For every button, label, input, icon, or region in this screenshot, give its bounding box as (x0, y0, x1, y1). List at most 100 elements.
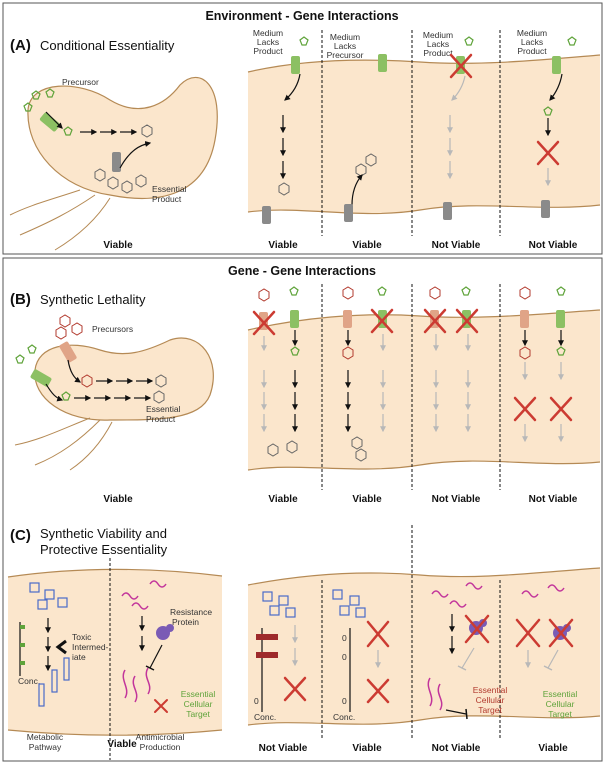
section-gene-title: Gene - Gene Interactions (228, 264, 376, 278)
red-x-icon (423, 308, 447, 334)
gray-hexagon-icon (107, 176, 119, 190)
red-x-icon (283, 676, 307, 702)
metabolic-label-1: Metabolic (27, 732, 64, 742)
target-label-3: Target (186, 709, 210, 719)
outcome-a-3: Not Viable (432, 240, 481, 251)
panel-b-label: (B) (10, 291, 31, 308)
red-hexagon-icon (258, 288, 270, 302)
red-x-icon (366, 620, 390, 648)
chevron-left-icon (55, 639, 67, 655)
panel-c-name-1: Synthetic Viability and (40, 526, 167, 541)
condition-2-line2: Lacks (334, 41, 356, 51)
outcome-a-2: Viable (352, 240, 382, 251)
green-pentagon-icon (299, 36, 309, 46)
outcome-c-3: Not Viable (432, 743, 481, 754)
magenta-peptide-icon (131, 602, 149, 610)
red-x-icon (515, 618, 541, 648)
gray-hexagon-icon (351, 436, 363, 450)
cell-a-status: Viable (103, 240, 133, 251)
green-channel-icon (378, 54, 387, 72)
blue-box-icon (262, 591, 273, 602)
red-hexagon-icon (342, 286, 354, 300)
outcome-a-1: Viable (268, 240, 298, 251)
green-channel-icon (552, 56, 561, 74)
blue-box-icon (29, 582, 40, 593)
magenta-peptide-icon (145, 667, 151, 695)
red-x-icon (548, 618, 574, 648)
condition-3-line1: Medium (423, 30, 453, 40)
outcome-b-4: Not Viable (529, 494, 578, 505)
gray-hexagon-icon (94, 168, 106, 182)
blue-box-icon (37, 599, 48, 610)
red-x-icon (536, 140, 560, 166)
red-x-icon (464, 614, 490, 644)
gray-hexagon-icon (135, 174, 147, 188)
section-environment-frame (2, 2, 603, 255)
gray-hexagon-icon (278, 182, 290, 196)
gray-hexagon-icon (355, 448, 367, 462)
essential-product-label: Essential (152, 184, 187, 194)
red-hexagon-icon (342, 346, 354, 360)
blue-box-icon (339, 605, 350, 616)
inhibition-line (445, 709, 467, 715)
red-x-icon (449, 53, 473, 79)
condition-4-line2: Lacks (521, 37, 543, 47)
magenta-peptide-icon (132, 675, 138, 703)
cell-b-status: Viable (103, 494, 133, 505)
gray-channel-icon (262, 206, 271, 224)
resistance-label-1: Resistance (170, 607, 212, 617)
condition-3-line3: Product (423, 48, 453, 58)
outcome-c-2: Viable (352, 743, 382, 754)
panel-c-label: (C) (10, 527, 31, 544)
red-x-icon (549, 396, 573, 422)
zero-label: 0 (342, 696, 347, 706)
target-label-r4-1: Essential (543, 689, 578, 699)
blue-box-icon (44, 589, 55, 600)
outcome-c-1: Not Viable (259, 743, 308, 754)
essential-product-b-label-2: Product (146, 414, 176, 424)
gray-hexagon-icon (355, 163, 367, 177)
condition-4-line1: Medium (517, 28, 547, 38)
target-label-r3-2: Cellular (476, 695, 505, 705)
cell-b: Precursors Essential Product (14, 314, 214, 471)
gray-hexagon-icon (286, 440, 298, 454)
magenta-peptide-icon (437, 683, 443, 711)
conditions-c: 0 Conc. 0 0 0 Conc. Essential Cellu (247, 525, 601, 754)
condition-1-line2: Lacks (257, 37, 279, 47)
green-pentagon-icon (556, 346, 566, 356)
green-pentagon-icon (15, 354, 25, 364)
conditions-b: Viable Viable Not Viable Not Viable (247, 284, 601, 505)
gray-hexagon-icon (141, 124, 153, 138)
green-pentagon-icon (61, 391, 71, 401)
cell-a: Precursor Essential Product (9, 76, 218, 251)
magenta-peptide-icon (427, 677, 433, 707)
orange-channel-icon (59, 341, 77, 363)
conc-label-r2: Conc. (333, 712, 355, 722)
green-channel-icon (290, 310, 299, 328)
target-label-r4-2: Cellular (546, 699, 575, 709)
precursors-label: Precursors (92, 324, 133, 334)
target-label-r3-1: Essential (473, 685, 508, 695)
gray-channel-icon (541, 200, 550, 218)
red-x-icon (252, 310, 276, 336)
gray-hexagon-icon (121, 180, 133, 194)
condition-4-line3: Product (517, 46, 547, 56)
green-pentagon-icon (290, 346, 300, 356)
concentration-bar (38, 683, 45, 707)
condition-1-line1: Medium (253, 28, 283, 38)
red-hexagon-icon (55, 326, 67, 340)
antimicrobial-label-1: Antimicrobial (136, 732, 185, 742)
green-pentagon-icon (543, 106, 553, 116)
section-gene-frame (2, 257, 603, 762)
green-pentagon-icon (289, 286, 299, 296)
section-environment-title: Environment - Gene Interactions (205, 9, 398, 23)
red-x-icon (513, 396, 537, 422)
blue-box-icon (355, 607, 366, 618)
blue-box-icon (278, 595, 289, 606)
green-pentagon-icon (567, 36, 577, 46)
precursor-label: Precursor (62, 77, 99, 87)
red-hexagon-icon (519, 286, 531, 300)
essential-product-label-2: Product (152, 194, 182, 204)
green-channel-icon (556, 310, 565, 328)
toxic-label-3: iate (72, 652, 86, 662)
